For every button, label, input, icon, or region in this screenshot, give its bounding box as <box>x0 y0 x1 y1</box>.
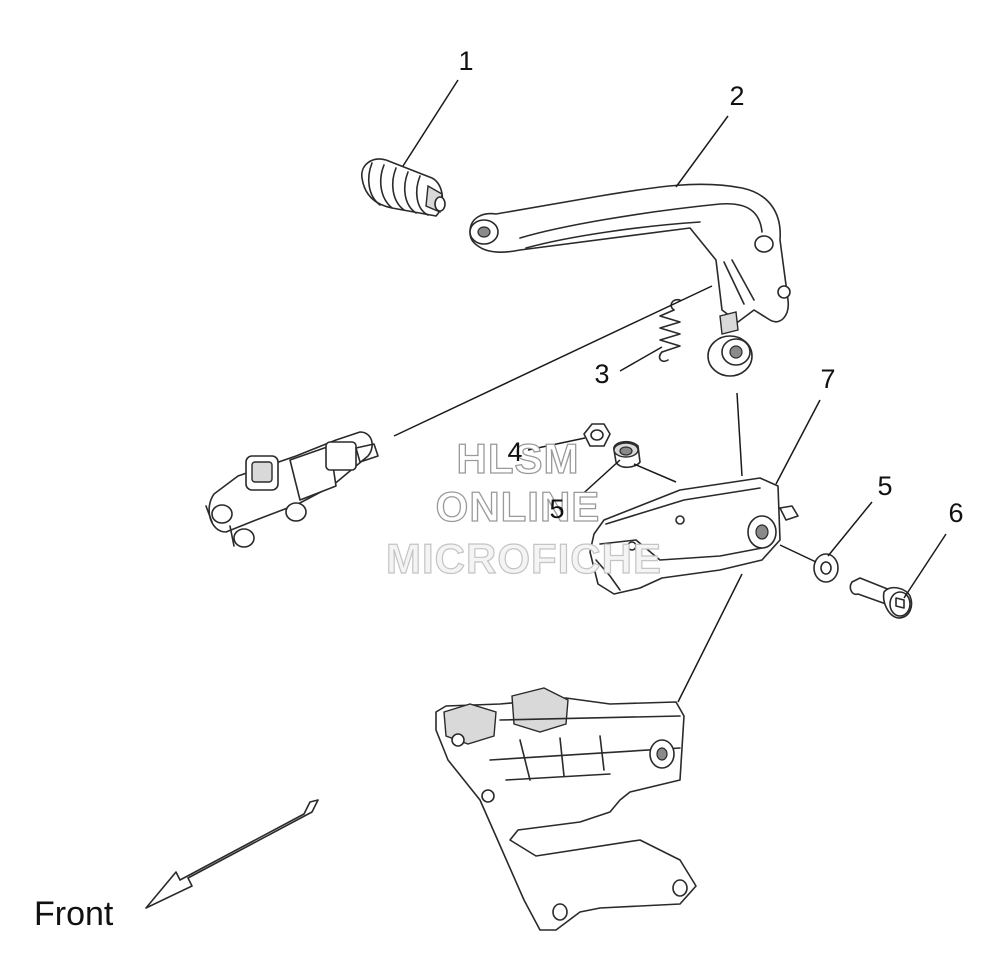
part-5-bushing-left <box>613 440 641 469</box>
part-7-bracket <box>589 477 799 595</box>
callout-5-left: 5 <box>549 494 564 524</box>
brake-master-cylinder <box>205 431 379 548</box>
callout-2: 2 <box>729 81 744 111</box>
callout-3: 3 <box>594 359 609 389</box>
callout-1: 1 <box>458 46 473 76</box>
front-direction-arrow <box>145 799 319 909</box>
front-label: Front <box>34 895 114 933</box>
callout-numbers: 1 2 3 4 5 5 6 7 <box>458 46 963 528</box>
part-5-washer-right <box>813 553 839 583</box>
part-6-bolt <box>849 577 913 619</box>
watermark-line-2: ONLINE <box>436 483 601 530</box>
footrest-frame-mount <box>435 687 697 931</box>
watermark-line-3: MICROFICHE <box>386 535 662 582</box>
leader-lines <box>393 79 947 703</box>
callout-4: 4 <box>507 437 522 467</box>
callout-6: 6 <box>948 498 963 528</box>
callout-5-right: 5 <box>877 471 892 501</box>
callout-7: 7 <box>820 364 835 394</box>
watermark: HLSM ONLINE MICROFICHE <box>385 434 662 582</box>
part-3-return-spring <box>658 298 681 363</box>
watermark-line-1: HLSM <box>457 435 580 482</box>
part-2-brake-pedal <box>469 183 791 377</box>
part-4-nut <box>583 423 611 447</box>
part-1-footpeg-rubber <box>361 158 446 217</box>
